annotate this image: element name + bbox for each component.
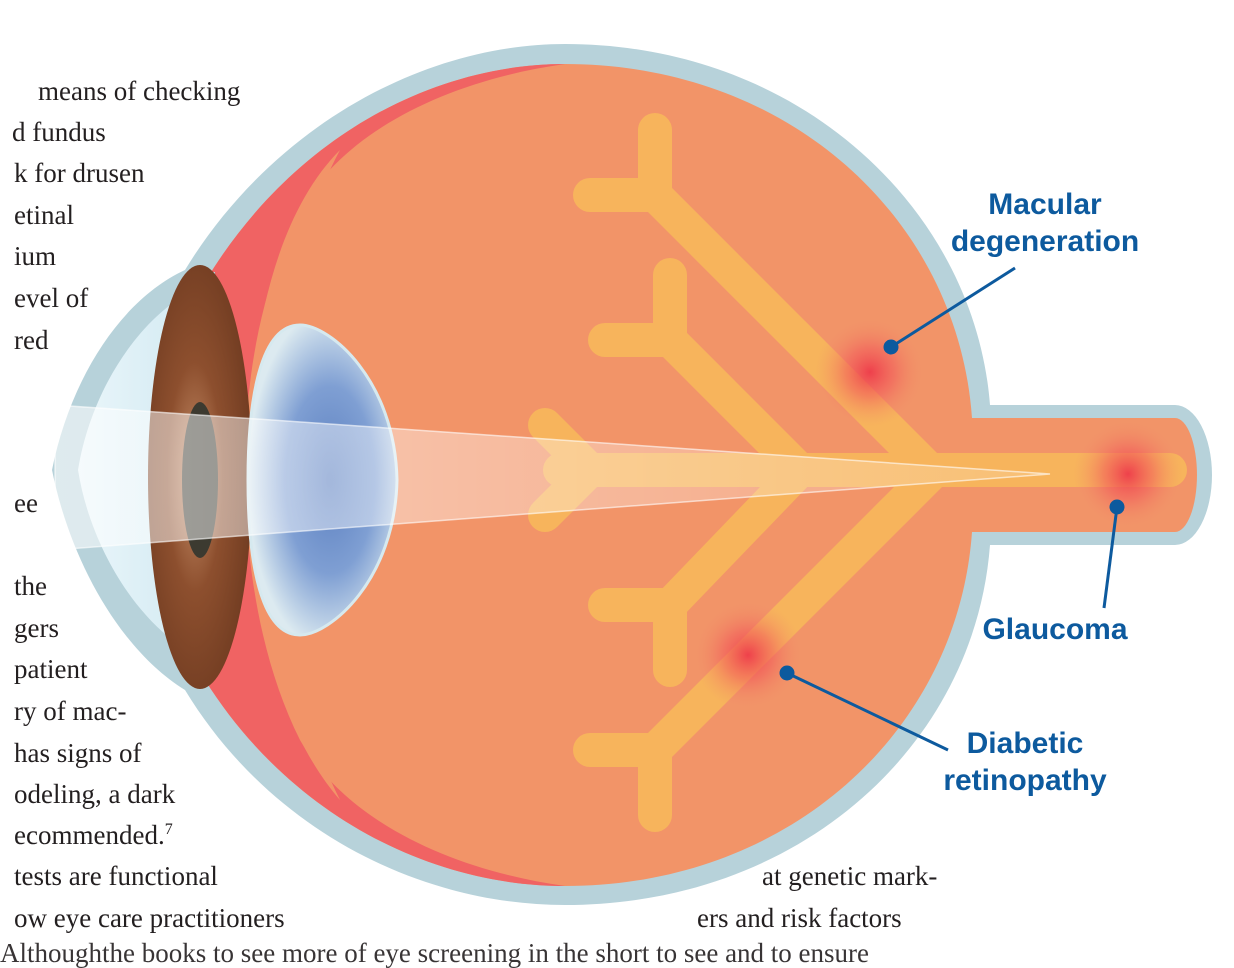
body-line: tests are functional [14,861,218,891]
choroid [165,64,565,886]
body-line: ecommended. [14,820,165,850]
glaucoma-lesion [1073,419,1183,529]
footnote-ref: 7 [164,821,173,838]
body-line: ers and risk factors [697,903,902,933]
label-line: Macular [988,188,1102,221]
body-line: etinal [14,200,74,230]
macular-pointer-line [890,266,1016,349]
body-line: ee [14,488,38,518]
body-line: ry of mac- [14,696,127,726]
body-line: evel of [14,283,89,313]
body-line: ow eye care practitioners [14,903,285,933]
body-line: odeling, a dark [14,779,176,809]
body-line: red [14,325,49,355]
body-line: gers [14,613,59,643]
label-macular-degeneration: Macular degeneration [945,186,1145,260]
body-line-with-footnote: ecommended.7 [14,822,173,849]
body-line: k for drusen [14,158,145,188]
diabetic-pointer-line [786,671,949,752]
glaucoma-pointer-line [1102,506,1119,609]
label-line: Diabetic [966,727,1084,760]
body-line: the [14,571,47,601]
body-line: at genetic mark- [762,861,938,891]
body-line: d fundus [12,117,106,147]
macular-pointer-dot [883,339,899,355]
macular-lesion [815,317,925,427]
diabetic-pointer-dot [779,665,795,681]
callout-pointers [779,266,1125,752]
light-beam [54,404,1051,551]
label-line: degeneration [950,225,1140,258]
glaucoma-pointer-dot [1109,499,1125,515]
diabetic-lesion [693,600,803,710]
body-line: patient [14,654,88,684]
body-line: has signs of [14,738,142,768]
body-line: means of checking [38,76,241,106]
label-line: retinopathy [943,764,1107,797]
body-line: ium [14,241,57,271]
label-glaucoma: Glaucoma [982,613,1128,646]
label-diabetic-retinopathy: Diabetic retinopathy [935,725,1115,799]
